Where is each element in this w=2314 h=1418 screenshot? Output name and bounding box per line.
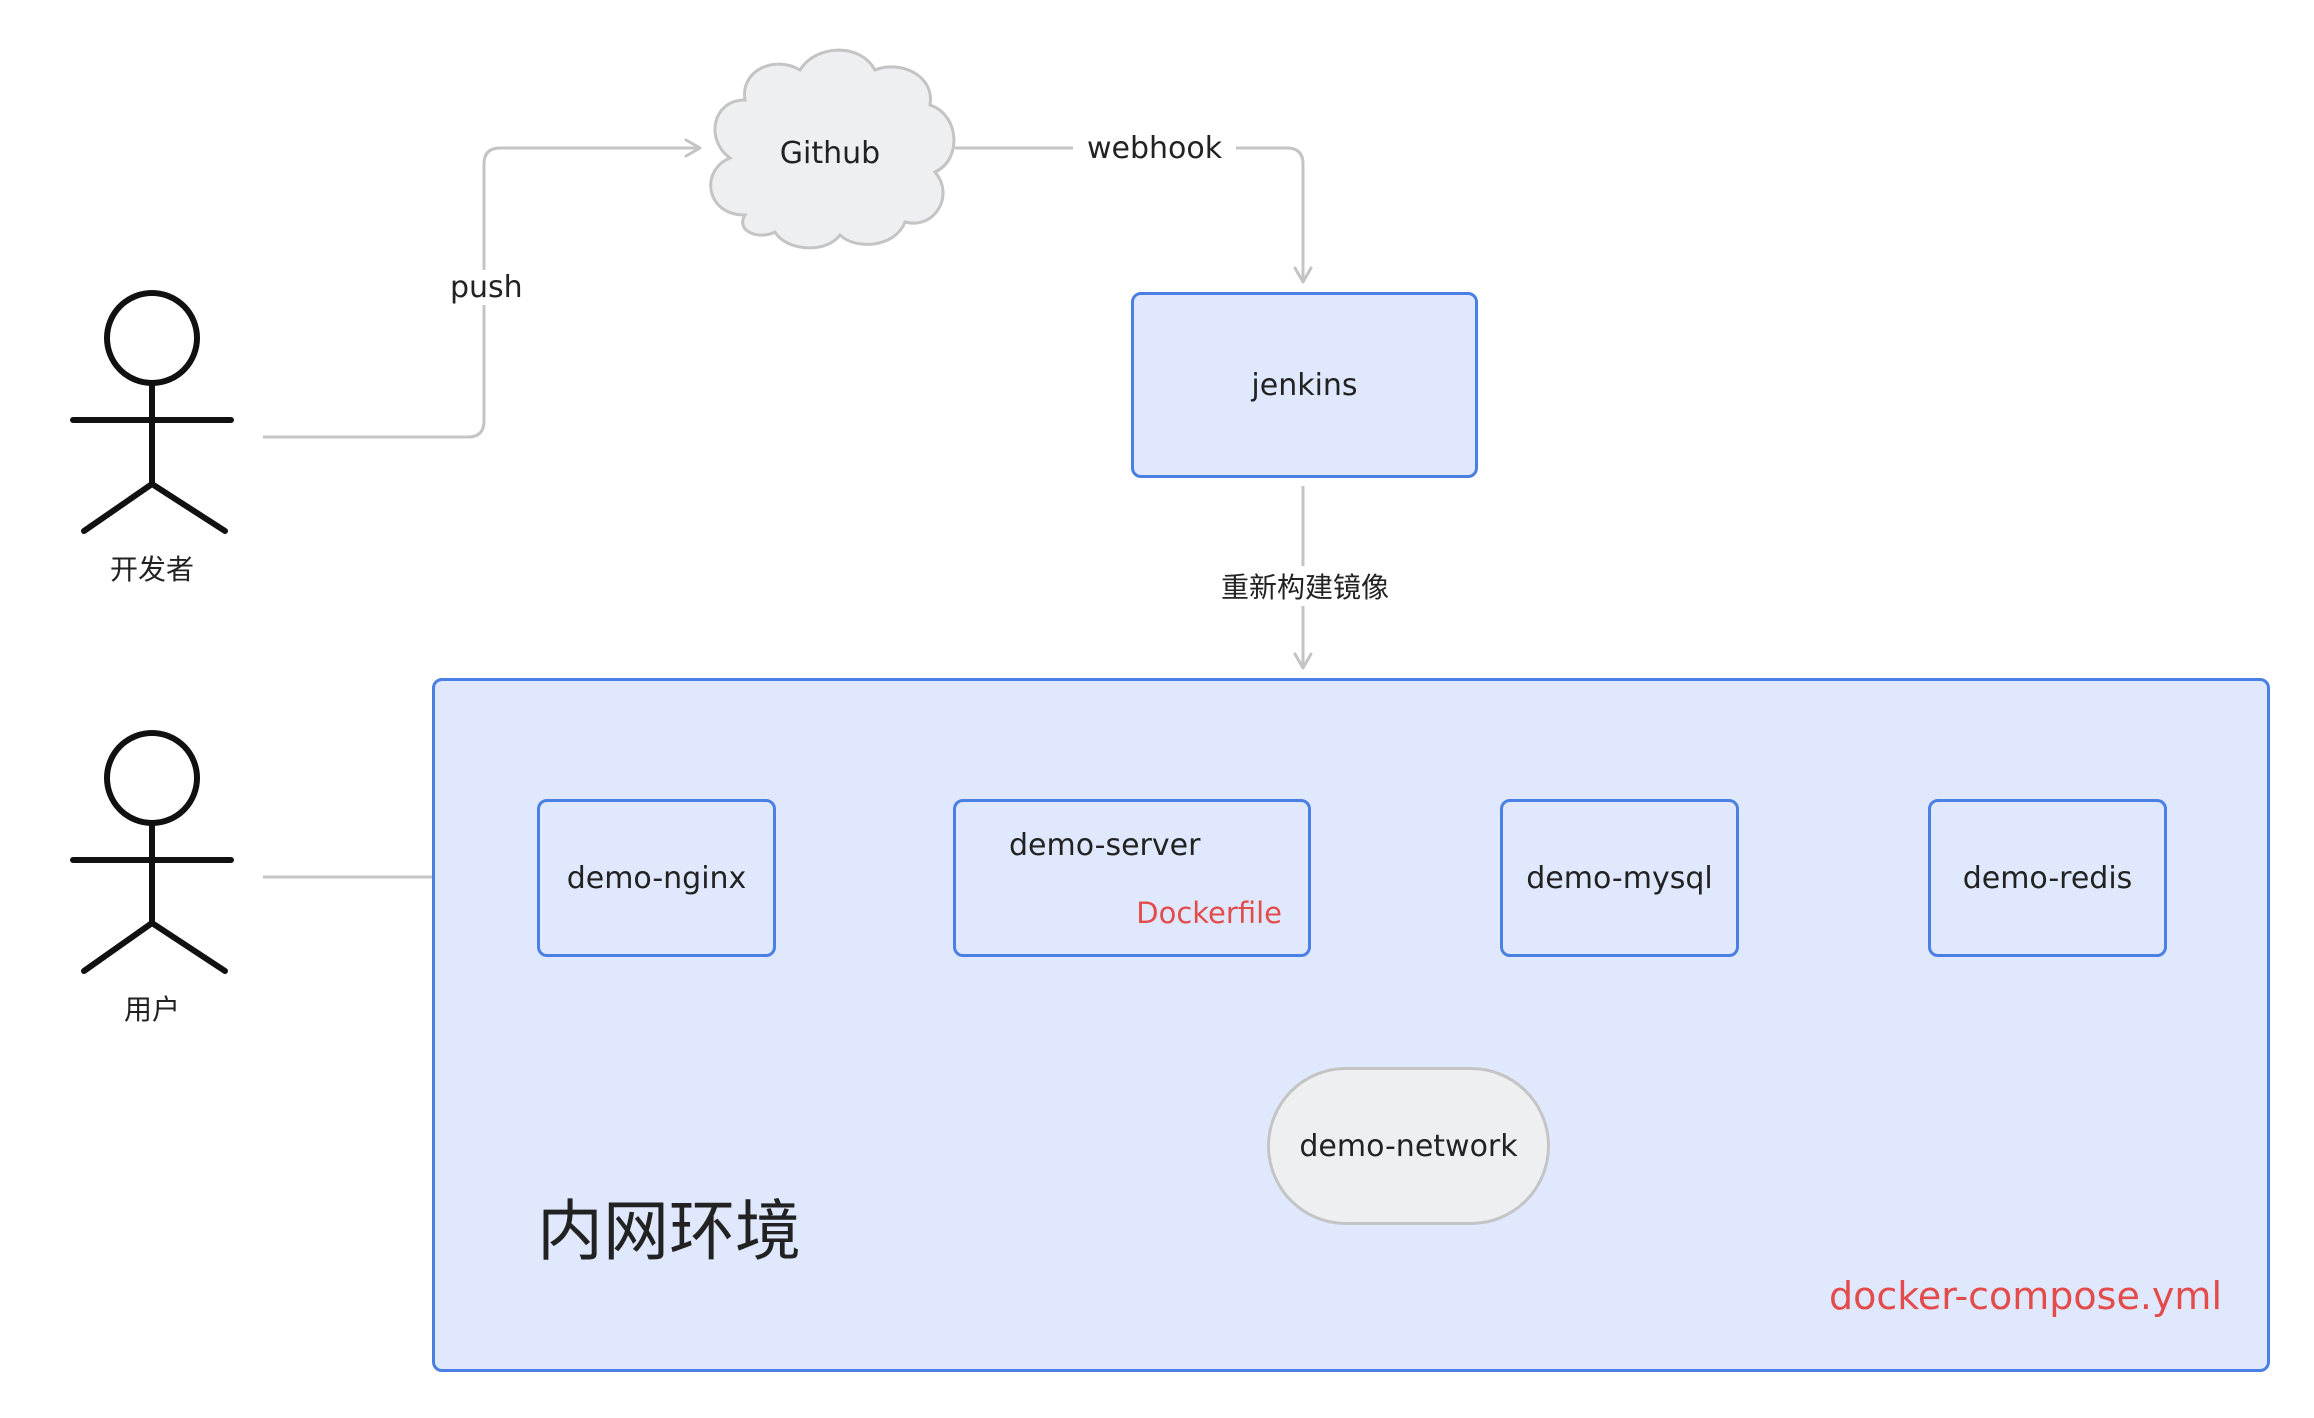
demo-network-label: demo-network: [1299, 1128, 1518, 1164]
jenkins-label: jenkins: [1251, 367, 1358, 403]
developer-actor-icon: [70, 290, 234, 534]
demo-mysql-node: demo-mysql: [1500, 799, 1739, 957]
demo-nginx-label: demo-nginx: [566, 860, 747, 896]
demo-mysql-label: demo-mysql: [1526, 860, 1713, 896]
environment-title: 内网环境: [537, 1193, 801, 1270]
compose-file-label: docker-compose.yml: [1828, 1274, 2222, 1318]
intranet-environment-container: [432, 678, 2270, 1372]
github-cloud-shape: [709, 48, 956, 250]
user-actor-icon: [70, 730, 234, 974]
webhook-label: webhook: [1073, 131, 1237, 166]
demo-server-node: demo-server Dockerfile: [953, 799, 1311, 957]
dockerfile-note: Dockerfile: [1136, 896, 1282, 930]
demo-nginx-node: demo-nginx: [537, 799, 776, 957]
rebuild-label: 重新构建镜像: [1207, 566, 1404, 606]
demo-server-label: demo-server: [1009, 828, 1201, 863]
user-label: 用户: [123, 993, 180, 1026]
developer-label: 开发者: [109, 553, 194, 586]
demo-network-node: demo-network: [1267, 1067, 1550, 1225]
github-node: Github: [779, 136, 881, 171]
demo-redis-node: demo-redis: [1928, 799, 2167, 957]
jenkins-node: jenkins: [1131, 292, 1478, 478]
webhook-connector: [955, 146, 1313, 284]
push-label: push: [436, 270, 537, 305]
demo-redis-label: demo-redis: [1962, 860, 2133, 896]
